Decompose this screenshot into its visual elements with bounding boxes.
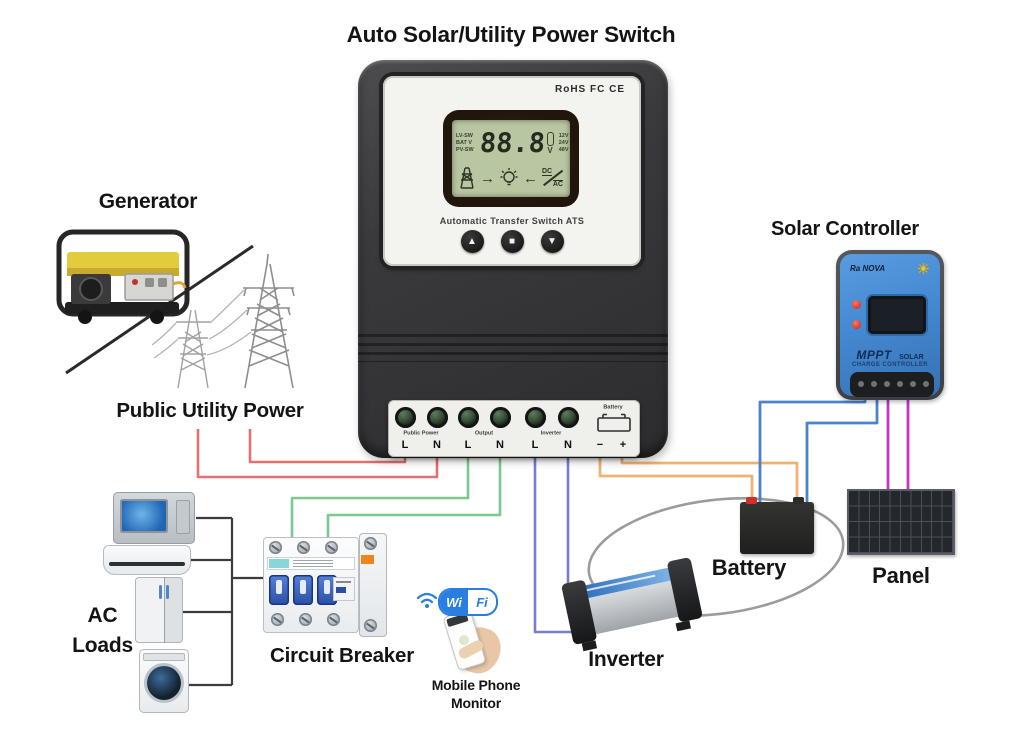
lcd-right-labels: 12V 24V 48V [558,133,568,153]
group-label-battery: Battery [603,404,623,411]
transmission-towers-image [151,253,295,389]
microwave-image [113,492,195,544]
wifi-badge-wi: Wi [440,590,468,614]
group-label-public-power: Public Power [403,430,439,437]
panel-label: Panel [872,563,930,588]
ats-device: RoHS FC CE LV-SW BAT V PV-SW 88.8 V [358,60,668,458]
lcd-label-24v: 24V [558,139,569,146]
controller-panel-wires-magenta [886,394,910,492]
pin-battery-minus: − [596,439,604,451]
lcd-label-bat-v: BAT V [456,139,472,146]
refrigerator-image [135,577,183,643]
pin-output-l: L [464,439,472,451]
up-button[interactable]: ▲ [460,230,484,253]
battery-label: Battery [711,555,787,580]
terminal-inverter-l [525,407,546,428]
controller-brand: Ra NOVA [850,264,885,273]
lcd-bezel: LV-SW BAT V PV-SW 88.8 V 12V 24V 48V [443,110,579,207]
pin-public-power-n: N [433,439,441,451]
lcd-screen: LV-SW BAT V PV-SW 88.8 V 12V 24V 48V [452,120,570,197]
lcd-top-row: LV-SW BAT V PV-SW 88.8 V 12V 24V 48V [456,125,568,161]
controller-display [868,296,926,334]
wifi-badge-fi: Fi [476,594,488,610]
pin-inverter-n: N [564,439,572,451]
terminal-public-power-n [427,407,448,428]
lcd-voltage-gauge-icon: V [546,131,554,155]
controller-solar-text: SOLAR [899,354,924,361]
circuit-breaker-image [263,533,387,637]
sun-icon: ☀ [916,261,930,278]
down-button[interactable]: ▼ [540,230,564,253]
ats-terminal-strip: Public Power Output Inverter L N L N L N… [388,400,640,457]
lcd-unit: V [547,145,553,155]
group-label-inverter: Inverter [540,430,562,437]
solar-panel-image [847,489,955,555]
dc-ac-converter-icon: DC AC [542,168,563,188]
ats-front-panel: RoHS FC CE LV-SW BAT V PV-SW 88.8 V [383,76,641,266]
lcd-label-12v: 12V [558,132,569,139]
solar-controller-label: Solar Controller [771,218,919,240]
lcd-icon-row: → ← DC AC [458,164,564,192]
circuit-breaker-label: Circuit Breaker [270,644,414,667]
breaker-toggle-1[interactable] [269,575,289,605]
arrow-left-icon: ← [523,169,538,187]
controller-led-2 [852,320,861,329]
diagram-title: Auto Solar/Utility Power Switch [346,22,676,47]
utility-tower-icon [460,167,474,189]
pin-output-n: N [496,439,504,451]
generator-label: Generator [98,190,198,213]
generator-image [56,229,190,324]
inverter-label: Inverter [588,648,664,671]
washing-machine-image [139,649,189,713]
certification-marks: RoHS FC CE [555,84,625,95]
controller-terminal-block [850,372,934,397]
pin-inverter-l: L [531,439,539,451]
light-bulb-icon [500,168,518,186]
breaker-toggle-3[interactable] [317,575,337,605]
pin-battery-plus: + [619,439,627,451]
select-button[interactable]: ■ [500,230,524,253]
pin-public-power-l: L [401,439,409,451]
terminal-output-n [490,407,511,428]
lcd-left-labels: LV-SW BAT V PV-SW [456,133,474,153]
lcd-label-lv-sw: LV-SW [456,132,473,139]
controller-mppt-text: MPPT [856,348,892,362]
terminal-public-power-l [395,407,416,428]
mobile-phone-monitor-label: Mobile Phone Monitor [431,677,521,712]
battery-inverter-loop [587,497,845,617]
battery-negative-terminal [793,497,804,504]
lcd-value: 88.8 [478,127,546,159]
terminal-inverter-n [558,407,579,428]
battery-positive-terminal [746,497,757,504]
mobile-phone-image [438,608,507,679]
group-label-output: Output [474,430,494,437]
controller-subtitle: CHARGE CONTROLLER [852,361,928,368]
wifi-signal-icon [416,592,438,608]
solar-controller-image: Ra NOVA ☀ MPPT SOLAR CHARGE CONTROLLER [836,250,944,400]
arrow-right-icon: → [480,169,495,187]
controller-led-1 [852,300,861,309]
air-conditioner-image [103,545,191,575]
ac-loads-bus-lines [181,516,265,687]
lcd-label-pv-sw: PV-SW [456,146,474,153]
public-utility-power-label: Public Utility Power [116,399,304,422]
ats-button-row: ▲ ■ ▼ [383,230,641,253]
terminal-output-l [458,407,479,428]
ats-vent-ribs [358,328,668,362]
output-wires-green [290,452,502,540]
ats-subtitle: Automatic Transfer Switch ATS [439,216,585,226]
lcd-label-48v: 48V [558,146,569,153]
ac-loads-label: AC Loads [72,604,133,658]
battery-image [740,497,814,554]
battery-symbol-icon [597,413,631,432]
breaker-toggle-2[interactable] [293,575,313,605]
wifi-badge: Wi Fi [438,588,498,616]
